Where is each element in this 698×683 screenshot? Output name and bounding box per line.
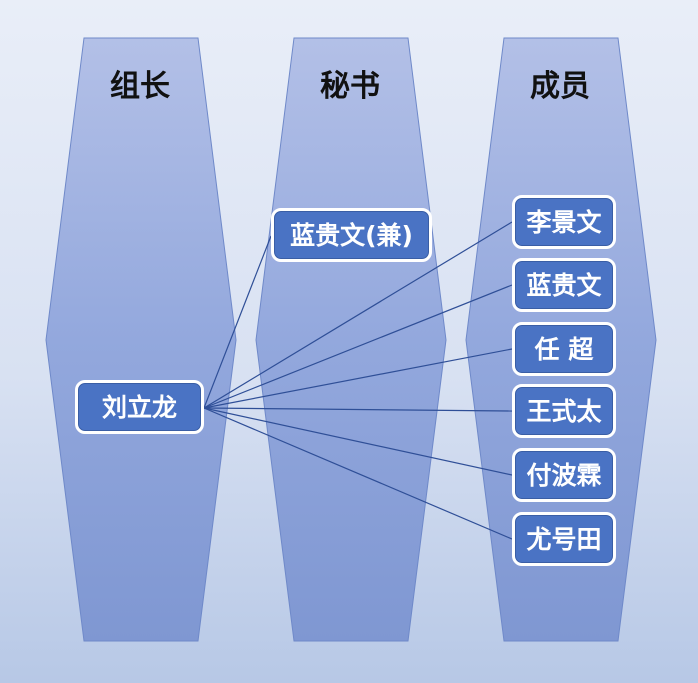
leader-column-shape [45, 37, 237, 642]
link-leader-member-5 [203, 407, 513, 476]
member-node-1: 李景文 [512, 195, 616, 249]
leader-column-title: 组长 [110, 69, 170, 104]
secretary-column-title: 秘书 [320, 69, 380, 104]
member-name-5: 付波霖 [526, 460, 602, 490]
member-name-2: 蓝贵文 [526, 270, 602, 300]
secretary-name: 蓝贵文(兼) [290, 220, 413, 250]
secretary-column-shape [255, 37, 447, 642]
member-node-3: 任 超 [512, 322, 616, 376]
leader-node: 刘立龙 [75, 380, 204, 434]
member-node-5: 付波霖 [512, 448, 616, 502]
link-leader-member-6 [203, 407, 513, 540]
link-leader-member-1 [203, 221, 513, 409]
link-leader-secretary [203, 235, 272, 409]
leader-name: 刘立龙 [101, 392, 177, 422]
member-name-6: 尤号田 [526, 524, 602, 554]
member-name-1: 李景文 [526, 207, 602, 237]
member-name-3: 任 超 [534, 334, 594, 364]
member-node-4: 王式太 [512, 384, 616, 438]
link-leader-member-2 [203, 284, 513, 409]
secretary-node: 蓝贵文(兼) [271, 208, 432, 262]
member-name-4: 王式太 [526, 396, 602, 426]
link-leader-member-4 [203, 407, 513, 412]
members-column-title: 成员 [530, 69, 590, 104]
link-leader-member-3 [203, 348, 513, 409]
member-node-6: 尤号田 [512, 512, 616, 566]
member-node-2: 蓝贵文 [512, 258, 616, 312]
